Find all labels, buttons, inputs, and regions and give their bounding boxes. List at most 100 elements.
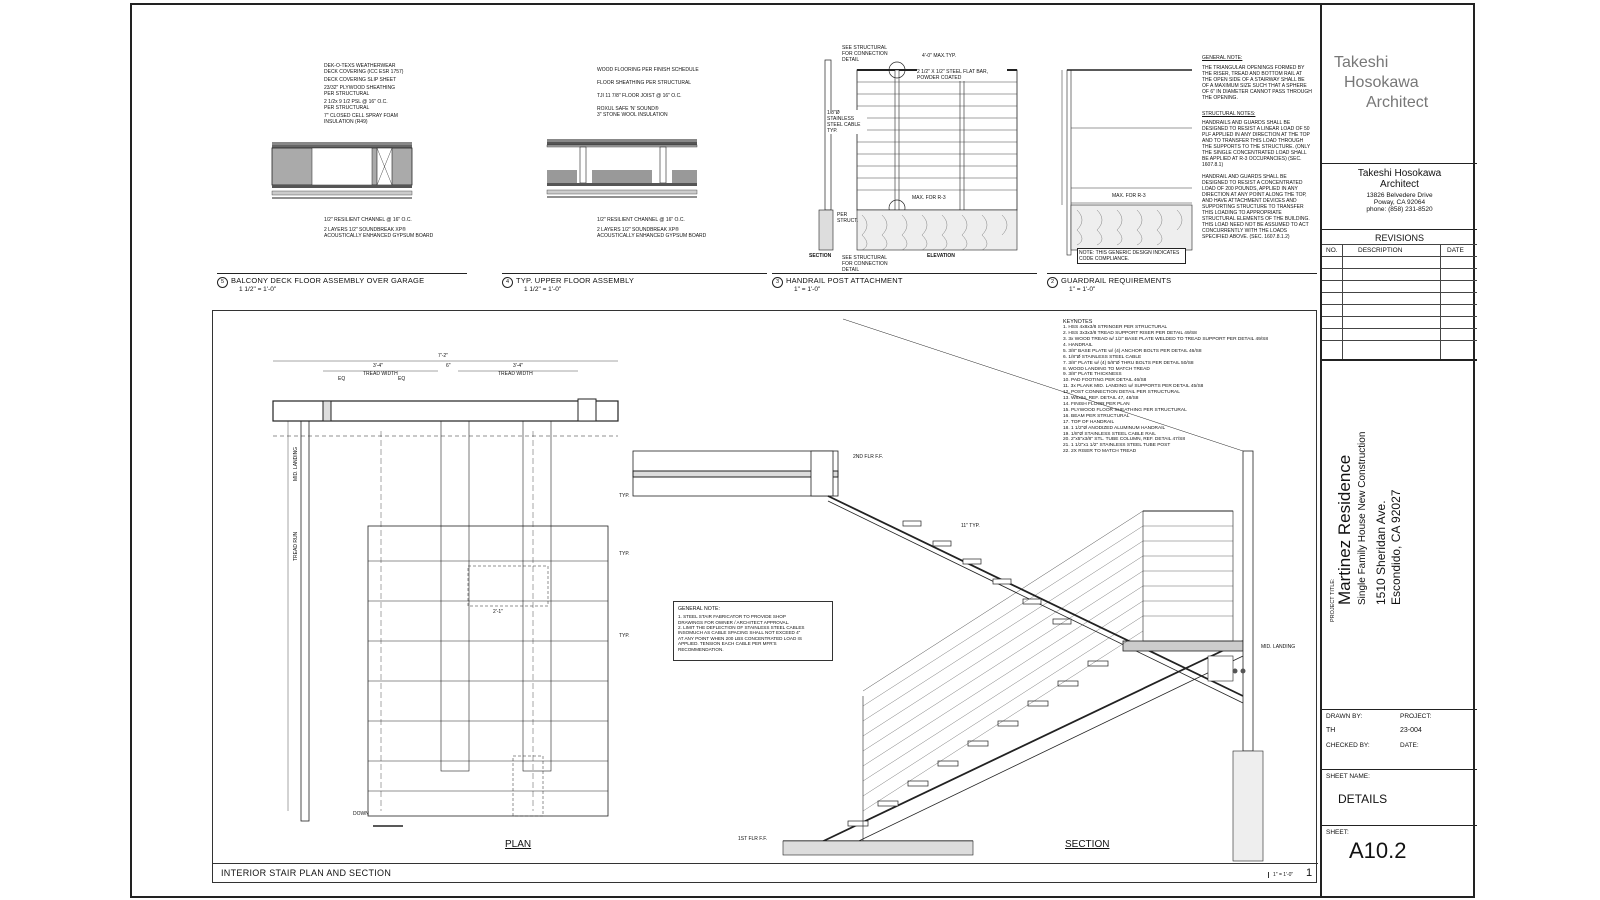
d5-bottom-note: ACOUSTICALLY ENHANCED GYPSUM BOARD — [324, 233, 434, 239]
keynote: 3. 3x WOOD TREAD w/ 1/2" BASE PLATE WELD… — [1063, 337, 1269, 343]
d3-max-typ: 4'-0" MAX.TYP. — [922, 53, 957, 59]
detail-title-text-2: GUARDRAIL REQUIREMENTS — [1061, 276, 1172, 285]
d4-note: WOOD FLOORING PER FINISH SCHEDULE — [597, 67, 699, 73]
section-view — [632, 318, 1264, 862]
d3-top-note: FOR CONNECTION — [842, 51, 888, 57]
d5-note: DEK-O-TEXS WEATHERWEAR — [324, 63, 396, 69]
plan-eq-2: EQ — [398, 376, 406, 382]
d5-note: DECK COVERING SLIP SHEET — [324, 77, 397, 83]
d3-section-label: SECTION — [809, 253, 832, 259]
d4-bottom-note: 1/2" RESILIENT CHANNEL @ 16" O.C. — [597, 217, 685, 223]
d4-note: 3" STONE WOOL INSULATION — [597, 112, 668, 118]
d3-cable: STEEL CABLE — [827, 122, 861, 128]
drawn-by: TH — [1326, 727, 1336, 734]
detail-4-drawing — [546, 139, 698, 198]
d2-general-notes: THE TRIANGULAR OPENINGS FORMED BY THE RI… — [1202, 65, 1312, 101]
keynote: 10. PAD FOOTING PER DETAIL 46/S8 — [1063, 378, 1147, 384]
d4-note: TJI 11 7/8" FLOOR JOIST @ 16" O.C. — [597, 93, 682, 99]
drawn-by-label: DRAWN BY: — [1326, 713, 1363, 720]
drawing-sheet: DEK-O-TEXS WEATHERWEAR DECK COVERING (IC… — [130, 3, 1475, 898]
d3-top-note: DETAIL — [842, 57, 860, 63]
sec-1st-flr: 1ST FLR F.F. — [738, 836, 768, 842]
plan-down: DOWN — [353, 811, 369, 817]
rev-col-no: NO. — [1326, 247, 1338, 254]
general-note-line: DRAWINGS FOR OWNER / ARCHITECT APPROVAL. — [678, 619, 790, 625]
d4-note: ROXUL SAFE 'N' SOUND® — [597, 106, 659, 112]
d3-per-struct: PER — [837, 212, 848, 218]
detail-title-4: 4 TYP. UPPER FLOOR ASSEMBLY 1 1/2" = 1'-… — [502, 273, 767, 293]
detail-number-2: 2 — [1047, 277, 1058, 288]
d2-max-r3: MAX. FOR R-3 — [1112, 193, 1146, 199]
d5-note: 7" CLOSED CELL SPRAY FOAM — [324, 113, 398, 119]
revision-row — [1322, 292, 1477, 305]
plan-typ-1: TYP. — [619, 493, 630, 499]
detail-number-5: 5 — [217, 277, 228, 288]
keynote: 14. FINISH FLOOR PER PLAN — [1063, 401, 1130, 407]
sec-mid-landing: MID. LANDING — [1261, 644, 1296, 650]
keynote: 6. 1/8"Ø STAINLESS STEEL CABLE — [1063, 354, 1142, 360]
plan-tread-run: TREAD RUN — [293, 531, 299, 561]
d5-bottom-note: 1/2" RESILIENT CHANNEL @ 16" O.C. — [324, 217, 412, 223]
project-no: 23-004 — [1400, 727, 1422, 734]
project-type: Single Family House New Construction — [1357, 431, 1368, 605]
main-detail-number: 1 — [1306, 867, 1313, 879]
d5-bottom-note: 2 LAYERS 1/2" SOUNDBREAK XP® — [324, 227, 406, 233]
d5-note: PER STRUCTURAL — [324, 91, 370, 97]
logo-line-1: Takeshi — [1334, 54, 1389, 71]
sheet-name: DETAILS — [1338, 792, 1388, 806]
d5-note: INSULATION (R49) — [324, 119, 368, 125]
project-name: Martinez Residence — [1335, 454, 1354, 605]
detail-number-4: 4 — [502, 277, 513, 288]
plan-dim-mid: 6" — [446, 363, 451, 369]
firm-phone: phone: (858) 231-8520 — [1366, 206, 1433, 213]
detail-2-guardrail: MAX. FOR R-3 NOTE: THIS GENERIC DESIGN I… — [1052, 50, 1317, 270]
detail-3-handrail-post: SEE STRUCTURAL FOR CONNECTION DETAIL 4'-… — [797, 40, 1027, 273]
keynote: 19. 1/8"Ø STAINLESS STEEL CABLE RAIL — [1063, 431, 1156, 437]
plan-dim-2-1: 2'-1" — [493, 609, 503, 615]
plan-dim-right: 3'-4" — [513, 363, 523, 369]
keynote: 13. W8x24, REF. DETAIL 47, 48/S8 — [1063, 396, 1139, 402]
detail-title-text-3: HANDRAIL POST ATTACHMENT — [786, 276, 903, 285]
d3-bottom-note: FOR CONNECTION — [842, 261, 888, 267]
revisions-table: REVISIONS NO. DESCRIPTION DATE — [1322, 229, 1477, 360]
plan-tread-width-r: TREAD WIDTH — [498, 371, 533, 377]
general-note-title: GENERAL NOTE: — [678, 606, 720, 612]
sheet-number-row: SHEET: A10.2 — [1322, 825, 1477, 899]
sec-11-typ: 11" TYP. — [961, 523, 980, 529]
d2-structural-title: STRUCTURAL NOTES: — [1202, 111, 1256, 117]
keynotes: KEYNOTES 1. HSS 4x8x3/8 STRINGER PER STR… — [1063, 319, 1313, 455]
detail-number-3: 3 — [772, 277, 783, 288]
d3-bottom-note: DETAIL — [842, 267, 860, 273]
logo-line-3: Architect — [1366, 94, 1429, 111]
keynote: 11. 3x PLANK MID. LANDING w/ SUPPORTS PE… — [1063, 384, 1204, 390]
logo-line-2: Hosokawa — [1344, 74, 1419, 91]
detail-title-3: 3 HANDRAIL POST ATTACHMENT 1" = 1'-0" — [772, 273, 1037, 293]
general-note-line: AT ANY POINT WHEN 200 LBS CONCENTRATED L… — [678, 635, 802, 641]
detail-title-2: 2 GUARDRAIL REQUIREMENTS 1" = 1'-0" — [1047, 273, 1317, 293]
plan-mid-landing: MID. LANDING — [293, 446, 299, 481]
main-detail-frame: 7'-2" 3'-4" 6" 3'-4" TREAD WIDTH TREAD W… — [212, 310, 1318, 883]
d3-elevation-label: ELEVATION — [927, 253, 955, 259]
revision-row — [1322, 256, 1477, 269]
rev-col-date: DATE — [1447, 247, 1464, 254]
revision-row — [1322, 280, 1477, 293]
d2-note-box: NOTE: THIS GENERIC DESIGN INDICATES CODE… — [1077, 248, 1186, 264]
title-block: Takeshi Hosokawa Architect Takeshi Hosok… — [1320, 3, 1477, 898]
firm-name-2: Architect — [1380, 179, 1419, 190]
revision-row — [1322, 268, 1477, 281]
general-note-line: 1. STEEL STAIR FABRICATOR TO PROVIDE SHO… — [678, 614, 786, 620]
keynote: 2. HSS 3x3x3/8 TREAD SUPPORT RISER PER D… — [1063, 331, 1197, 337]
main-title: INTERIOR STAIR PLAN AND SECTION — [221, 868, 392, 878]
rev-col-desc: DESCRIPTION — [1358, 247, 1403, 254]
general-note-box: GENERAL NOTE: 1. STEEL STAIR FABRICATOR … — [673, 601, 833, 661]
d5-note: PER STRUCTURAL — [324, 105, 370, 111]
detail-scale-5: 1 1/2" = 1'-0" — [239, 286, 277, 293]
keynote: 15. PLYWOOD FLOOR SHEATHING PER STRUCTUR… — [1063, 407, 1187, 413]
sheet-label: SHEET: — [1326, 829, 1349, 836]
revision-row — [1322, 328, 1477, 341]
general-note-line: 2. LIMIT THE DEFLECTION OF STAINLESS STE… — [678, 625, 805, 631]
detail-title-text-5: BALCONY DECK FLOOR ASSEMBLY OVER GARAGE — [231, 276, 425, 285]
keynote: 20. 2"x5"x3/8" STL. TUBE COLUMN, REF. DE… — [1063, 437, 1186, 443]
d3-cable: TYP. — [827, 128, 838, 134]
revision-row — [1322, 340, 1477, 353]
